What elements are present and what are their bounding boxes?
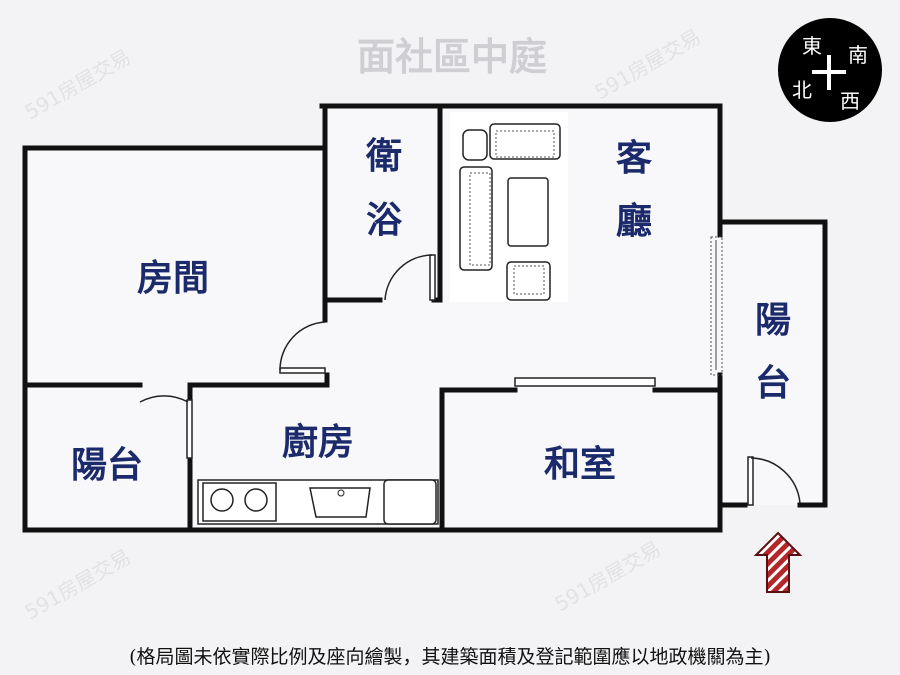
compass-west: 西: [840, 89, 860, 113]
fridge-icon: [383, 479, 437, 525]
sofa-set: [459, 123, 561, 301]
room-label-balcony-left: 陽台: [71, 445, 143, 486]
kitchen-counter: [197, 479, 439, 525]
courtyard-label: 面社區中庭: [357, 35, 547, 79]
room-label-tatami: 和室: [544, 444, 616, 485]
sliding-window-living: [710, 236, 723, 376]
room-label-kitchen: 廚房: [282, 421, 354, 463]
watermark: 591房屋交易: [591, 24, 705, 104]
compass-east: 東: [802, 34, 822, 58]
watermark: 591房屋交易: [551, 536, 665, 616]
disclaimer: (格局圖未依實際比例及座向繪製，其建築面積及登記範圍應以地政機關為主): [129, 645, 771, 668]
watermark: 591房屋交易: [21, 544, 135, 624]
room-label-bedroom: 房間: [137, 258, 209, 299]
stove-icon: [202, 482, 277, 522]
compass-north: 北: [792, 78, 812, 102]
walls: [22, 103, 828, 533]
compass: 東 南 北 西: [778, 18, 882, 122]
entrance-arrow-icon: [753, 531, 803, 593]
room-label-balcony-right-1: 陽: [755, 300, 791, 341]
watermark: 591房屋交易: [21, 44, 135, 124]
room-label-balcony-right-2: 台: [755, 363, 791, 404]
sliding-door-tatami: [514, 377, 656, 387]
room-label-living-2: 廳: [616, 200, 652, 242]
sink-icon: [309, 487, 371, 518]
room-label-living-1: 客: [616, 138, 652, 179]
compass-south: 南: [848, 43, 868, 67]
room-label-bathroom-1: 衛: [365, 136, 402, 177]
doors: [139, 236, 801, 506]
room-label-bathroom-2: 浴: [366, 200, 403, 241]
